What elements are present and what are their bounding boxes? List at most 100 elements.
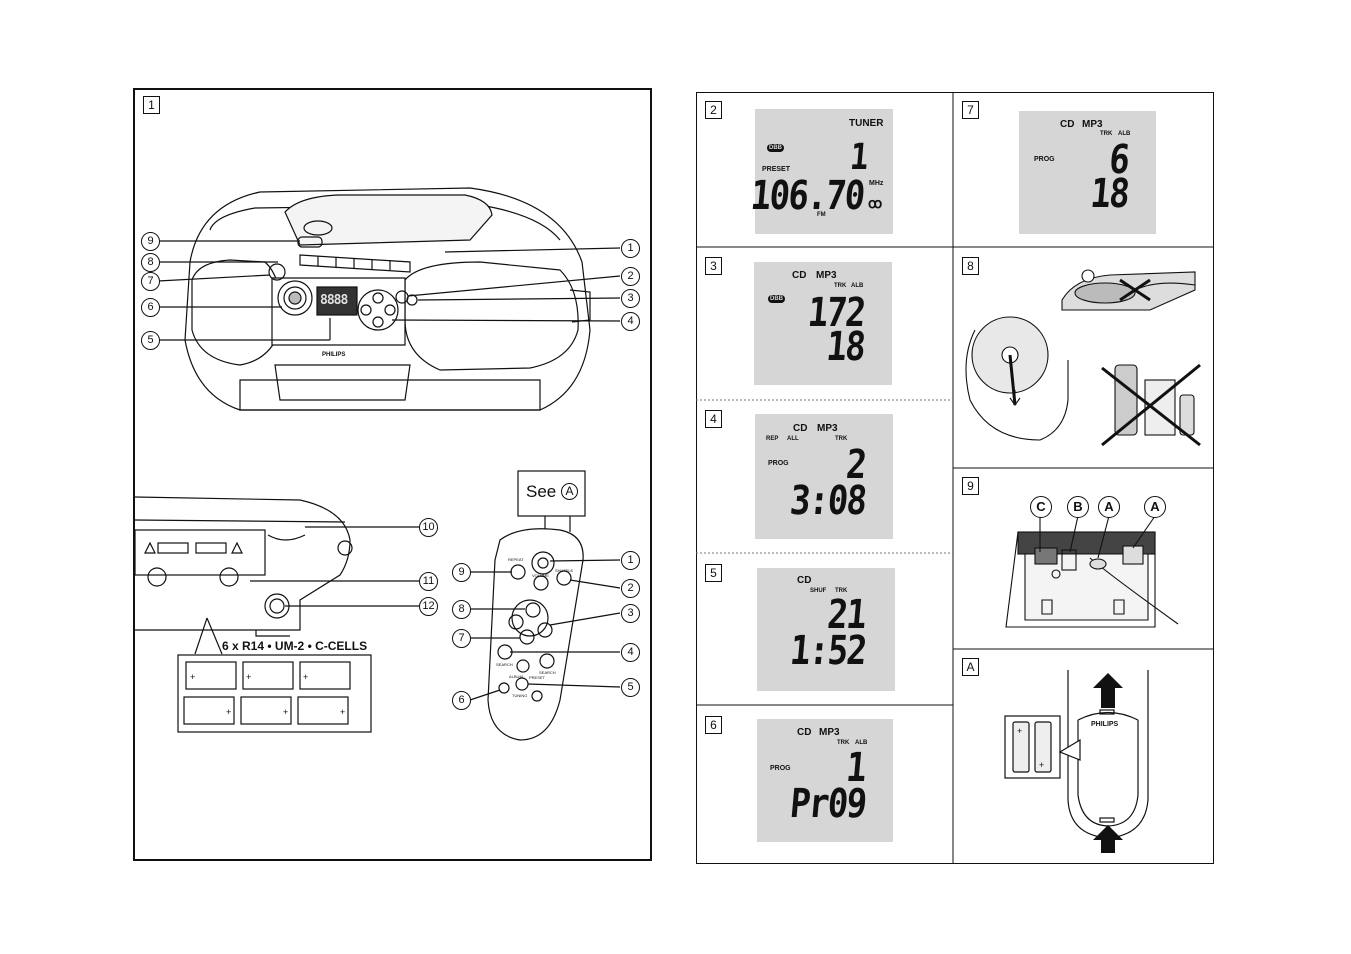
figure-number-2: 2 — [705, 101, 722, 119]
remote-callout-3: 3 — [621, 604, 640, 623]
cd-label: CD — [793, 423, 808, 434]
callout-5: 5 — [141, 331, 160, 350]
remote-callout-2: 2 — [621, 579, 640, 598]
remote-callout-6: 6 — [452, 691, 471, 710]
svg-text:+: + — [340, 707, 345, 717]
dbb-badge: DBB — [768, 295, 785, 303]
figure-number-6: 6 — [705, 716, 722, 734]
trk-label: TRK — [835, 588, 848, 594]
callout-4: 4 — [621, 312, 640, 331]
callout-9: 9 — [141, 232, 160, 251]
part-a-label-2: A — [1144, 496, 1166, 518]
cd-label: CD — [1060, 119, 1075, 130]
remote-volume-label: VOLUME — [532, 573, 549, 578]
brand-logo: PHILIPS — [322, 352, 346, 358]
figure-1-panel: 1 — [133, 88, 652, 861]
remote-callout-5: 5 — [621, 678, 640, 697]
prog-label: PROG — [770, 765, 791, 772]
cd-label: CD — [792, 270, 807, 281]
remote-callout-4: 4 — [621, 643, 640, 662]
remote-callout-9: 9 — [452, 563, 471, 582]
lcd-display-3: CD MP3 TRK ALB DBB 172 18 — [754, 262, 892, 385]
trk-label: TRK — [837, 740, 850, 746]
cd-label: CD — [797, 575, 812, 586]
figure-number-5: 5 — [705, 564, 722, 582]
boombox-display: 8888 — [320, 293, 348, 308]
callout-2: 2 — [621, 267, 640, 286]
shuf-label: SHUF — [810, 588, 827, 594]
svg-text:+: + — [303, 672, 308, 682]
mp3-label: MP3 — [819, 727, 840, 738]
callout-6: 6 — [141, 298, 160, 317]
figures-grid — [696, 92, 1214, 864]
part-a-label: A — [1098, 496, 1120, 518]
figure-number-7: 7 — [962, 101, 979, 119]
prog-label: PROG — [768, 460, 789, 467]
see-text: See — [526, 482, 557, 501]
callout-8: 8 — [141, 253, 160, 272]
lcd-display-5: CD SHUF TRK 21 1:52 — [757, 568, 895, 691]
callout-7: 7 — [141, 272, 160, 291]
callout-11: 11 — [419, 572, 438, 591]
preset-label: PRESET — [762, 166, 791, 173]
alb-label: ALB — [851, 283, 864, 289]
remote-preset-label: PRESET — [529, 675, 546, 680]
figure-number-4: 4 — [705, 410, 722, 428]
lcd-display-2: TUNER DBB PRESET 1 106.70 MHz FM ꝏ — [748, 109, 893, 234]
trk-label: TRK — [1100, 131, 1113, 137]
part-c-label: C — [1030, 496, 1052, 518]
svg-text:+: + — [1039, 760, 1044, 770]
lcd-display-7: CD MP3 TRK ALB PROG 6 18 — [1019, 111, 1156, 234]
trk-label: TRK — [834, 283, 847, 289]
remote-repeat-label: REPEAT — [508, 557, 524, 562]
mp3-label: MP3 — [1082, 119, 1103, 130]
callout-1: 1 — [621, 239, 640, 258]
prog-label: PROG — [1034, 156, 1055, 163]
part-b-label: B — [1067, 496, 1089, 518]
alb-label: ALB — [1118, 131, 1131, 137]
callout-10: 10 — [419, 518, 438, 537]
remote-brand-logo: PHILIPS — [1091, 721, 1119, 728]
svg-text:+: + — [1017, 726, 1022, 736]
trk-label: TRK — [835, 436, 848, 442]
figure-number: 1 — [143, 96, 160, 114]
battery-type-label: 6 x R14 • UM-2 • C-CELLS — [222, 639, 368, 653]
svg-text:+: + — [226, 707, 231, 717]
mp3-label: MP3 — [816, 270, 837, 281]
svg-text:+: + — [283, 707, 288, 717]
svg-text:+: + — [246, 672, 251, 682]
figure-number-3: 3 — [705, 257, 722, 275]
svg-text:+: + — [190, 672, 195, 682]
all-label: ALL — [787, 436, 799, 442]
remote-tuning-label: TUNING — [512, 693, 528, 698]
rep-label: REP — [766, 436, 779, 442]
lcd-display-4: CD MP3 REP ALL TRK PROG 2 3:08 — [755, 414, 893, 539]
callout-12: 12 — [419, 597, 438, 616]
callout-3: 3 — [621, 289, 640, 308]
dbb-badge: DBB — [767, 144, 784, 152]
see-label: See A — [526, 482, 578, 502]
figure-number-a: A — [962, 658, 979, 676]
remote-callout-7: 7 — [452, 629, 471, 648]
lcd-display-6: CD MP3 TRK ALB PROG 1 Pr09 — [757, 719, 893, 842]
see-ref-a: A — [560, 483, 578, 500]
remote-album-label: ALBUM — [509, 674, 523, 679]
remote-shuffle-label: SHUFFLE — [555, 568, 574, 573]
cd-label: CD — [797, 727, 812, 738]
mp3-label: MP3 — [817, 423, 838, 434]
remote-search-right-label: SEARCH — [539, 670, 556, 675]
lcd-mode: TUNER — [849, 118, 884, 129]
alb-label: ALB — [855, 740, 868, 746]
unit-label: MHz — [869, 180, 884, 187]
band-label: FM — [817, 212, 826, 218]
remote-callout-8: 8 — [452, 600, 471, 619]
figure-number-9: 9 — [962, 477, 979, 495]
remote-callout-1: 1 — [621, 551, 640, 570]
